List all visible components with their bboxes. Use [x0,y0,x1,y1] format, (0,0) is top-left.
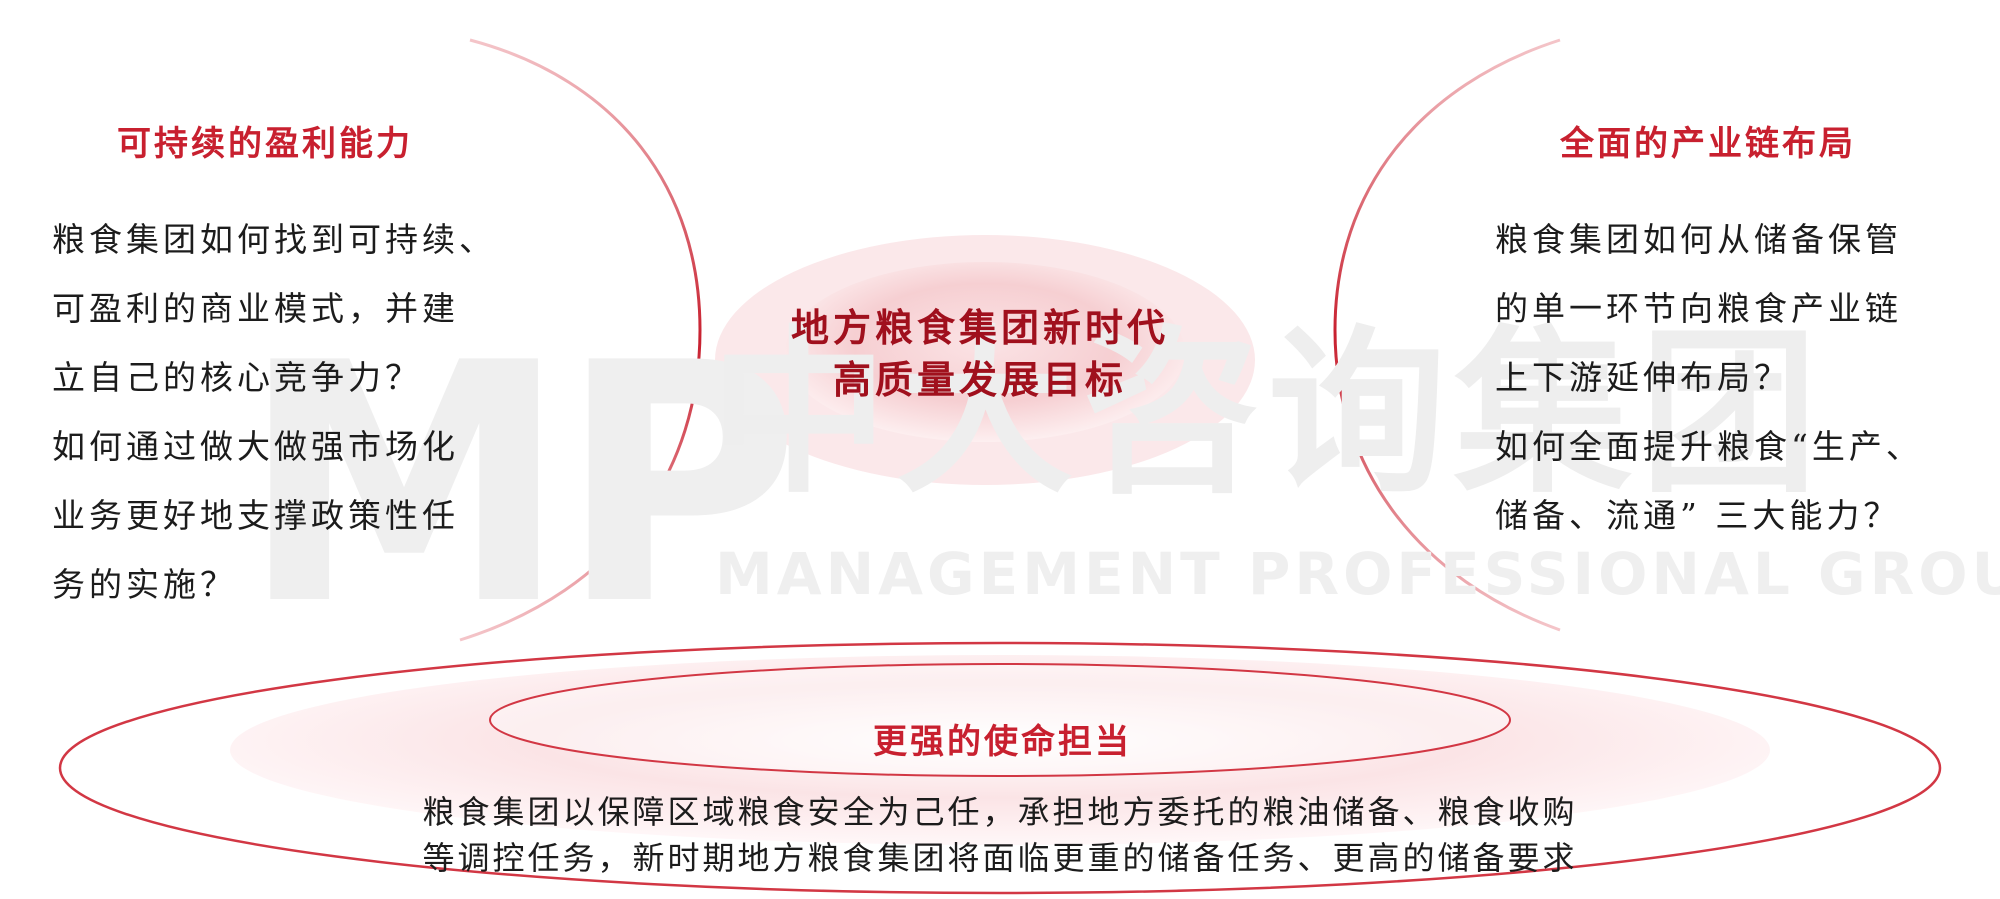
watermark-english: MANAGEMENT PROFESSIONAL GROUP [715,540,2000,608]
watermark-chinese: 中大咨询集团 [710,310,1826,517]
right-block-title: 全面的产业链布局 [1560,124,1856,164]
watermark-logo: MP [240,293,800,677]
center-inner-ellipse [785,262,1185,442]
bottom-block-line: 等调控任务，新时期地方粮食集团将面临更重的储备任务、更高的储备要求 [422,839,1578,877]
bottom-block-line: 粮食集团以保障区域粮食安全为己任，承担地方委托的粮油储备、粮食收购 [422,793,1578,831]
center-goal-line-1: 地方粮食集团新时代 [790,305,1169,350]
left-block-line: 粮食集团如何找到可持续、 [52,220,496,259]
bottom-mid-ellipse [230,655,1770,845]
right-arc [1333,38,1561,632]
left-block-line: 业务更好地支撑政策性任 [52,496,459,535]
center-goal-line-2: 高质量发展目标 [832,357,1127,402]
bottom-inner-ellipse [489,663,1511,777]
left-block-line: 务的实施？ [52,565,237,604]
right-block-line: 如何全面提升粮食“生产、 [1495,427,1923,466]
bottom-outer-ellipse [58,641,1942,895]
right-block-line: 储备、流通” 三大能力？ [1495,496,1901,535]
right-block-line: 的单一环节向粮食产业链 [1495,289,1902,328]
right-block-line: 上下游延伸布局？ [1495,358,1791,397]
left-block-line: 可盈利的商业模式，并建 [52,289,459,328]
left-block-line: 如何通过做大做强市场化 [52,427,459,466]
bottom-block-title: 更强的使命担当 [873,722,1132,762]
left-block-title: 可持续的盈利能力 [117,124,413,164]
left-arc [459,38,702,642]
left-block-line: 立自己的核心竞争力？ [52,358,422,397]
right-block-line: 粮食集团如何从储备保管 [1495,220,1902,259]
